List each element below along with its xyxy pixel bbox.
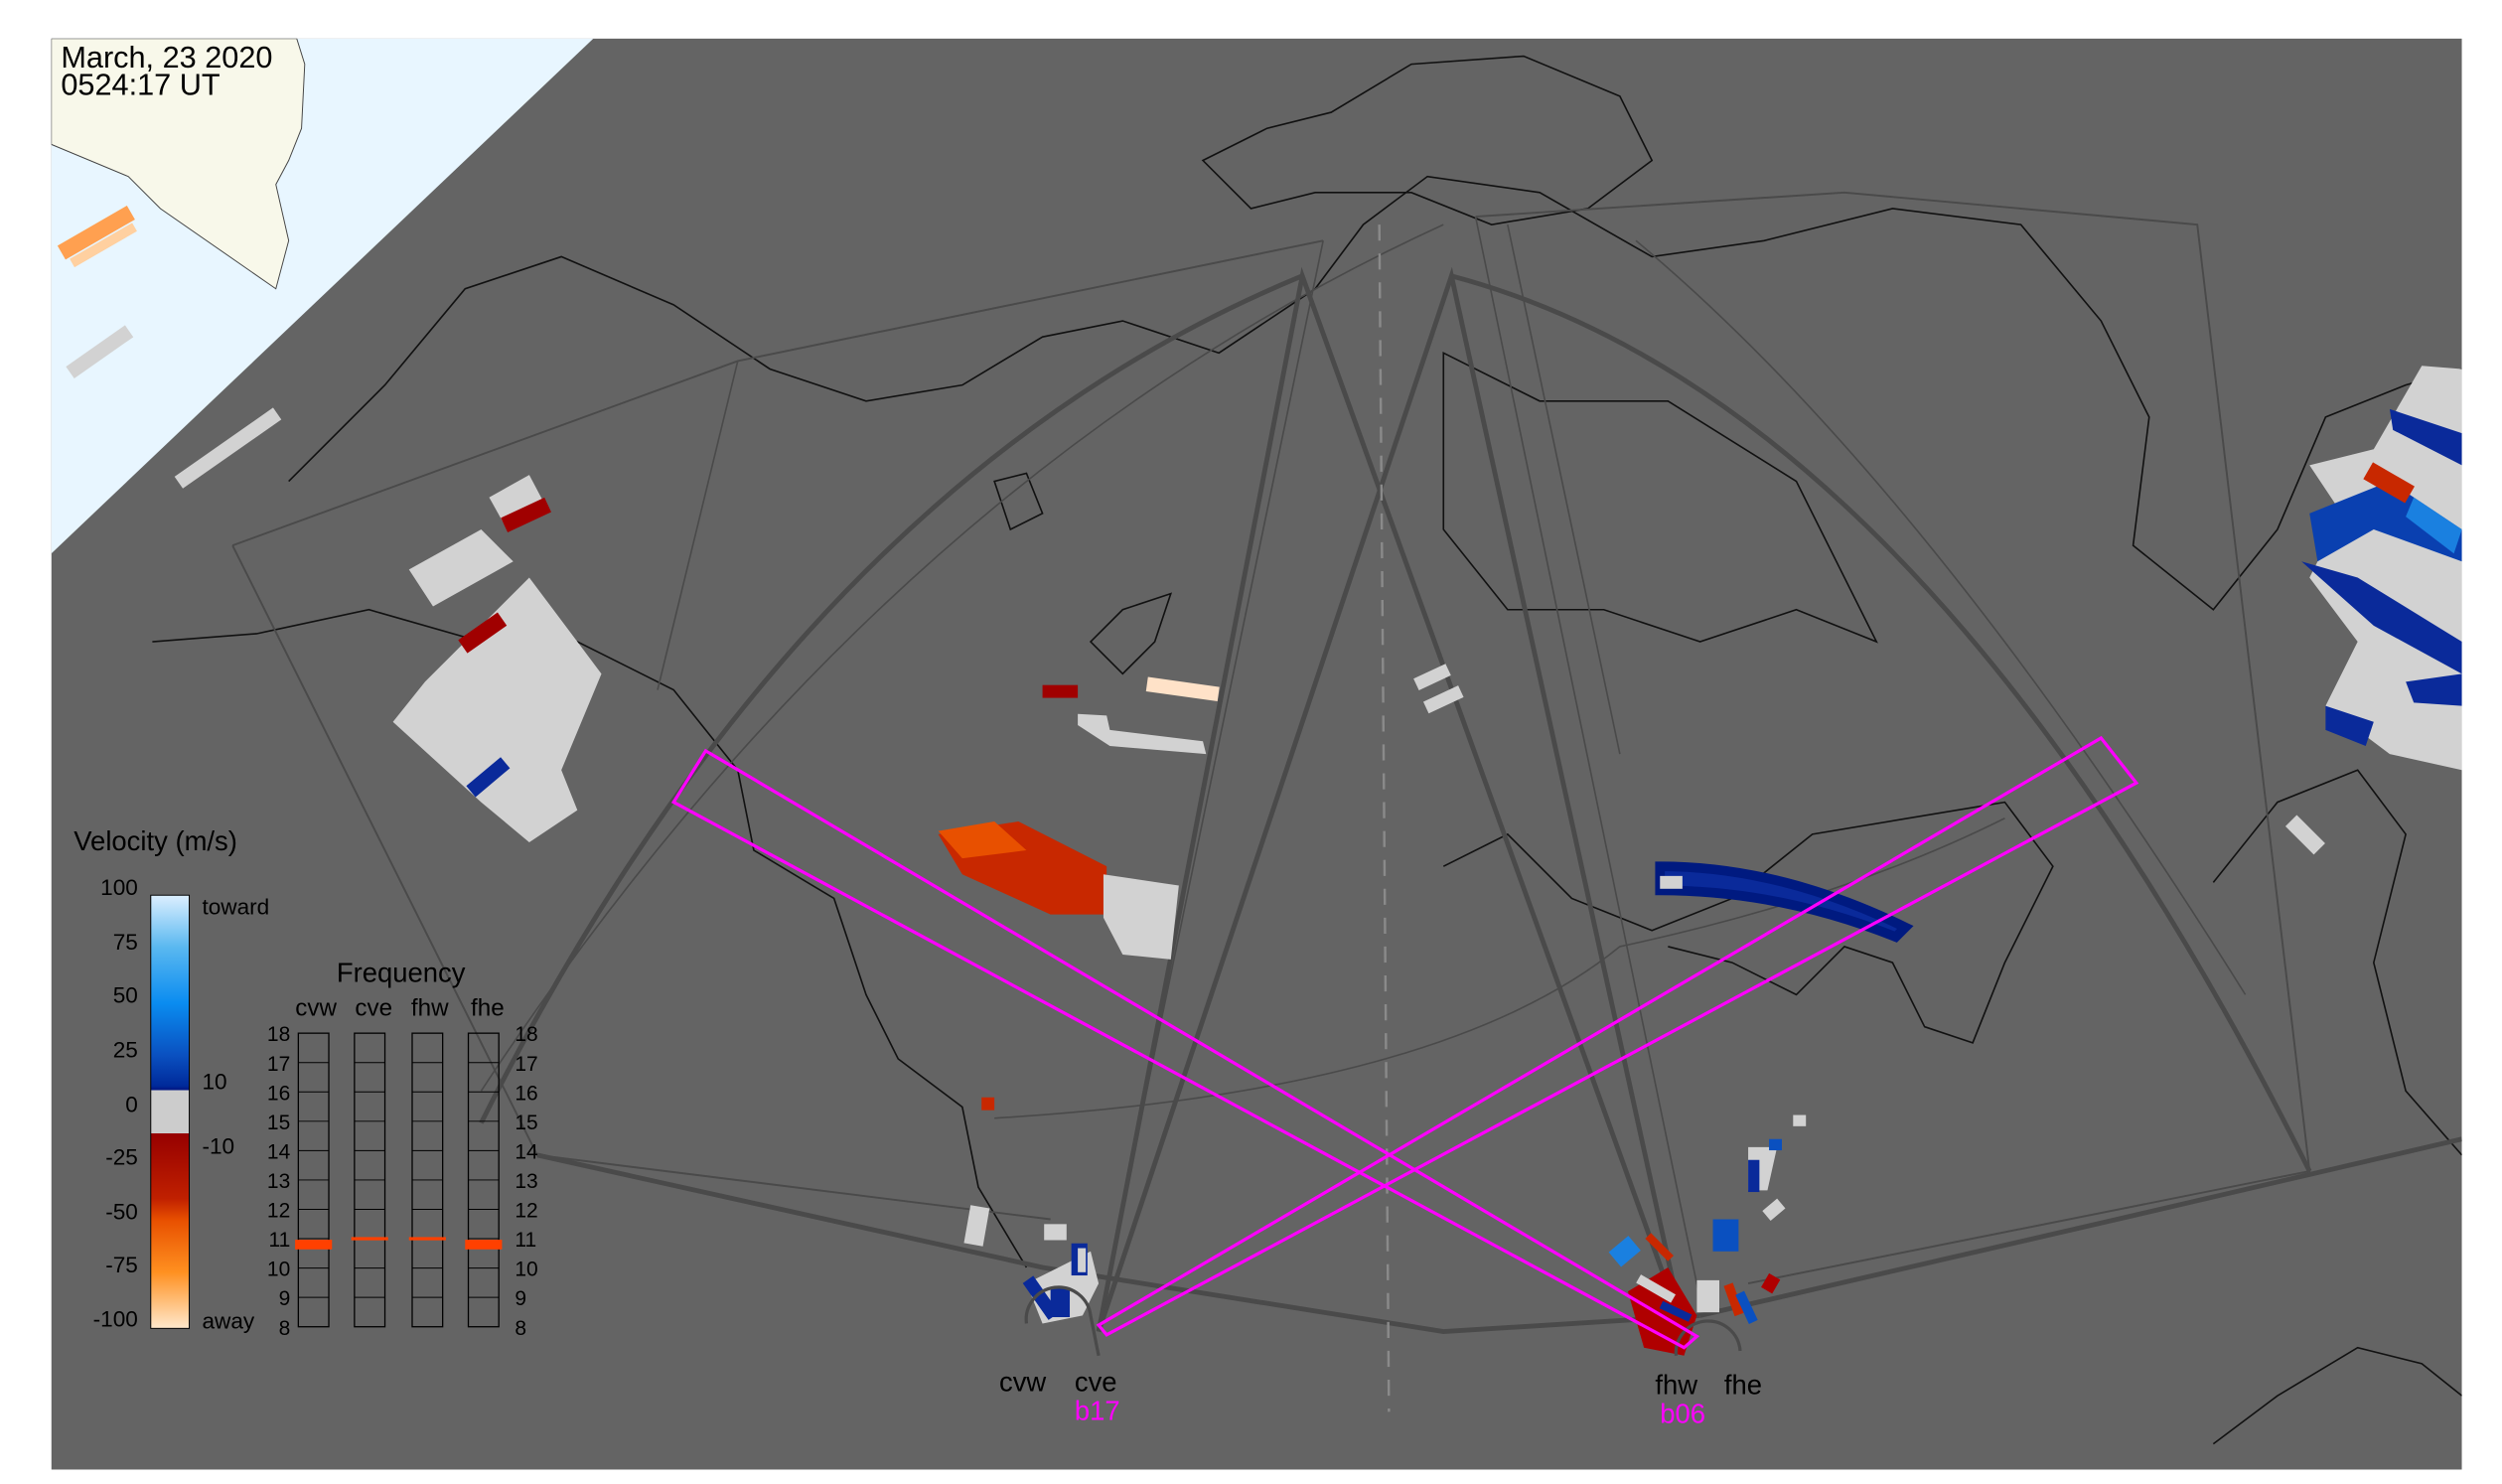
frequency-tick: 9 bbox=[279, 1287, 291, 1310]
frequency-tick: 18 bbox=[515, 1023, 537, 1046]
frequency-tick: 16 bbox=[267, 1082, 290, 1105]
frequency-marker bbox=[351, 1237, 388, 1241]
frequency-tick: 8 bbox=[279, 1317, 291, 1340]
scatter-data bbox=[57, 206, 2462, 1356]
frequency-tick: 10 bbox=[267, 1259, 290, 1281]
frequency-tick: 15 bbox=[515, 1112, 537, 1134]
frequency-tick: 14 bbox=[515, 1140, 538, 1163]
radar-label-cvw: cvw bbox=[999, 1366, 1046, 1397]
velocity-tick: -50 bbox=[105, 1200, 138, 1225]
velocity-tick: -25 bbox=[105, 1145, 138, 1170]
frequency-tick: 17 bbox=[267, 1053, 290, 1076]
frequency-tick: 13 bbox=[515, 1170, 537, 1193]
toward-label: toward bbox=[202, 895, 269, 920]
time-label: 0524:17 UT bbox=[61, 67, 221, 101]
velocity-legend: Velocity (m/s) 100 75 50 25 0 -25 -50 -7… bbox=[74, 825, 269, 1333]
frequency-column-label: fhw bbox=[411, 994, 449, 1021]
coastlines bbox=[152, 55, 2462, 1445]
frequency-tick: 15 bbox=[267, 1112, 290, 1134]
frequency-tick: 12 bbox=[515, 1200, 537, 1223]
frequency-tick: 17 bbox=[515, 1053, 537, 1076]
frequency-tick: 9 bbox=[515, 1287, 526, 1310]
velocity-tick: 100 bbox=[100, 875, 138, 900]
frequency-tick: 11 bbox=[268, 1229, 290, 1252]
frequency-tick: 18 bbox=[267, 1023, 290, 1046]
gs-lower-label: -10 bbox=[202, 1133, 234, 1158]
land-alaska-sunlit bbox=[51, 38, 306, 290]
radar-site-fh bbox=[1674, 1319, 1742, 1356]
velocity-tick: -75 bbox=[105, 1253, 138, 1277]
frequency-tick: 13 bbox=[267, 1170, 290, 1193]
velocity-tick: -100 bbox=[93, 1307, 138, 1332]
velocity-tick: 0 bbox=[125, 1092, 138, 1116]
map-area bbox=[51, 38, 2462, 1470]
radar-site-cv bbox=[1024, 1285, 1101, 1357]
radar-label-fhe: fhe bbox=[1724, 1370, 1762, 1401]
frequency-panel: Frequency cvw cve fhw fhe 18 18 17 17 16 16 15… bbox=[267, 957, 538, 1339]
frequency-column-label: cve bbox=[355, 994, 392, 1021]
frequency-tick: 8 bbox=[515, 1317, 526, 1340]
date-label: March, 23 2020 bbox=[61, 40, 272, 74]
frequency-tick: 16 bbox=[515, 1082, 537, 1105]
frequency-tick: 10 bbox=[515, 1259, 537, 1281]
frequency-tick: 12 bbox=[267, 1200, 290, 1223]
velocity-colorbar bbox=[150, 894, 191, 1329]
beam-label-fh: b06 bbox=[1660, 1399, 1705, 1429]
highlighted-beams bbox=[670, 735, 2139, 1350]
frequency-tick: 14 bbox=[267, 1140, 291, 1163]
gs-upper-label: 10 bbox=[202, 1070, 226, 1095]
frequency-marker bbox=[295, 1240, 333, 1250]
velocity-tick: 25 bbox=[113, 1037, 138, 1062]
frequency-title: Frequency bbox=[337, 957, 466, 987]
radar-fov-outlines bbox=[231, 191, 2462, 1412]
velocity-legend-title: Velocity (m/s) bbox=[74, 825, 237, 856]
velocity-tick: 50 bbox=[113, 982, 138, 1007]
frequency-column-label: fhe bbox=[471, 994, 505, 1021]
radar-label-fhw: fhw bbox=[1655, 1370, 1697, 1401]
beam-label-cv: b17 bbox=[1075, 1395, 1120, 1425]
frequency-marker bbox=[465, 1240, 503, 1250]
frequency-marker bbox=[408, 1237, 446, 1241]
frequency-column-label: cvw bbox=[295, 994, 337, 1021]
velocity-tick: 75 bbox=[113, 930, 138, 955]
radar-label-cve: cve bbox=[1075, 1366, 1117, 1397]
frequency-tick: 11 bbox=[515, 1229, 536, 1252]
away-label: away bbox=[202, 1308, 254, 1333]
